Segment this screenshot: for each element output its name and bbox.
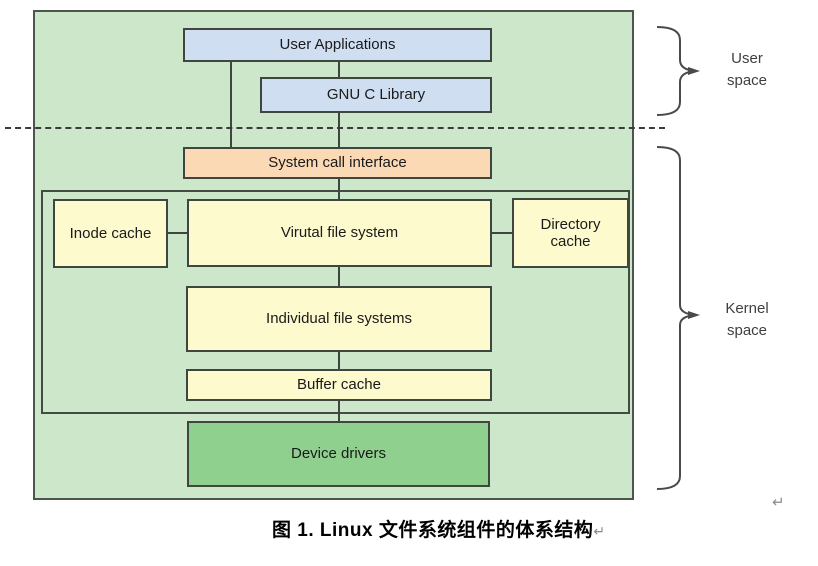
connector-vfs-ifs [338,267,340,287]
connector-userapps-syscall [230,62,232,148]
connector-inode-vfs [168,232,188,234]
kernel-space-label-line1: Kernel [725,300,769,317]
connector-syscall-vfs [338,179,340,200]
caption-return-icon: ↵ [593,523,606,539]
user-space-label: User space [707,48,787,92]
user-space-label-line1: User [731,50,763,67]
connector-userapps-gnu [338,62,340,78]
directory-cache-box: Directory cache [512,198,629,268]
user-applications-box: User Applications [183,28,492,62]
figure-caption-text: 图 1. Linux 文件系统组件的体系结构 [272,520,594,541]
connector-buffer-drivers [338,401,340,422]
buffer-cache-box: Buffer cache [186,369,492,401]
kernel-space-label-line2: space [726,322,768,339]
system-call-interface-box: System call interface [183,147,492,179]
connector-gnu-syscall [338,113,340,148]
user-space-brace-icon [656,26,700,116]
connector-ifs-buffer [338,352,340,370]
gnu-c-library-box: GNU C Library [260,77,492,113]
user-space-label-line2: space [726,72,768,89]
kernel-space-label: Kernel space [707,298,787,342]
individual-file-systems-box: Individual file systems [186,286,492,352]
device-drivers-box: Device drivers [187,421,490,487]
connector-vfs-directory [492,232,513,234]
figure-caption: 图 1. Linux 文件系统组件的体系结构↵ [272,515,606,542]
kernel-inner-frame [41,190,630,414]
virtual-file-system-box: Virutal file system [187,199,492,267]
inode-cache-box: Inode cache [53,199,168,268]
kernel-space-brace-icon [656,146,700,490]
paragraph-return-icon: ↵ [772,494,785,511]
user-kernel-divider-line [5,127,665,129]
